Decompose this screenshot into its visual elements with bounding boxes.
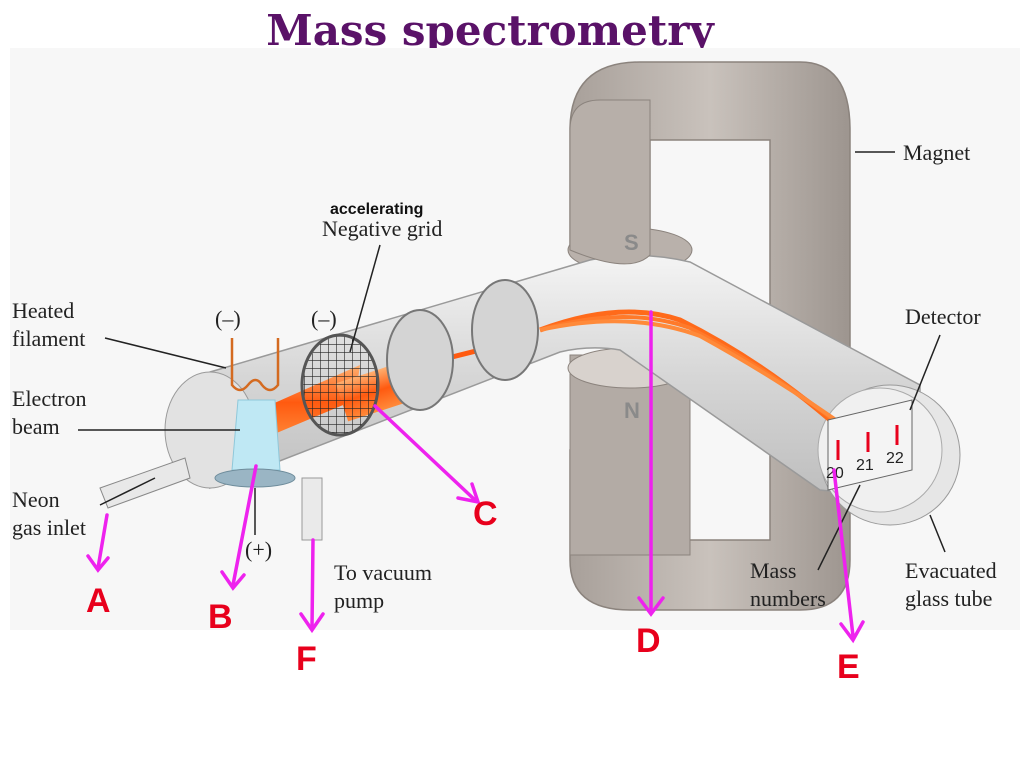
label-vacuum-2: pump	[334, 588, 384, 613]
label-negative-grid: Negative grid	[322, 216, 442, 241]
neon-flow-arrow	[99, 477, 156, 506]
label-accelerating: accelerating	[330, 201, 423, 218]
page-title: Mass spectrometry	[266, 6, 714, 55]
magnet-south-pole	[569, 99, 651, 265]
pole-label-south: S	[624, 230, 639, 255]
marker-f: F	[296, 640, 317, 678]
label-detector: Detector	[905, 304, 981, 329]
marker-b: B	[208, 598, 233, 636]
label-evacuated-2: glass tube	[905, 586, 992, 611]
mass-number-21: 21	[856, 457, 874, 474]
pointer-arrow-d	[637, 310, 665, 617]
accelerating-plate-1	[386, 309, 454, 411]
label-evacuated-1: Evacuated	[905, 558, 997, 583]
label-mass-numbers-1: Mass	[750, 558, 796, 583]
marker-c: C	[473, 495, 498, 533]
label-magnet: Magnet	[903, 140, 970, 165]
label-vacuum-1: To vacuum	[334, 560, 432, 585]
label-heated-filament-2: filament	[12, 326, 85, 351]
label-heated-filament-1: Heated	[12, 298, 74, 323]
label-electron-beam-2: beam	[12, 414, 60, 439]
pointer-arrow-f	[299, 538, 325, 634]
pointer-arrows	[86, 310, 865, 644]
heated-filament	[230, 338, 280, 392]
accelerating-plate-2	[471, 279, 539, 381]
mass-number-22: 22	[886, 450, 904, 467]
label-mass-numbers-2: numbers	[750, 586, 826, 611]
electron-beam	[231, 399, 281, 471]
pointer-arrow-b	[220, 464, 258, 591]
pointer-arrow-e	[832, 468, 865, 644]
label-filament-minus: (–)	[215, 306, 241, 331]
negative-grid	[300, 333, 380, 437]
label-grid-minus: (–)	[311, 306, 337, 331]
marker-a: A	[86, 582, 111, 620]
pole-label-north: N	[624, 398, 640, 423]
label-neon-2: gas inlet	[12, 515, 86, 540]
marker-e: E	[837, 648, 860, 686]
vacuum-pump-tube	[301, 477, 323, 541]
label-electron-beam-1: Electron	[12, 386, 87, 411]
label-neon-1: Neon	[12, 487, 60, 512]
pointer-arrow-a	[86, 513, 110, 573]
marker-d: D	[636, 622, 661, 660]
label-plus: (+)	[245, 537, 272, 562]
pointer-arrow-c	[373, 404, 481, 505]
